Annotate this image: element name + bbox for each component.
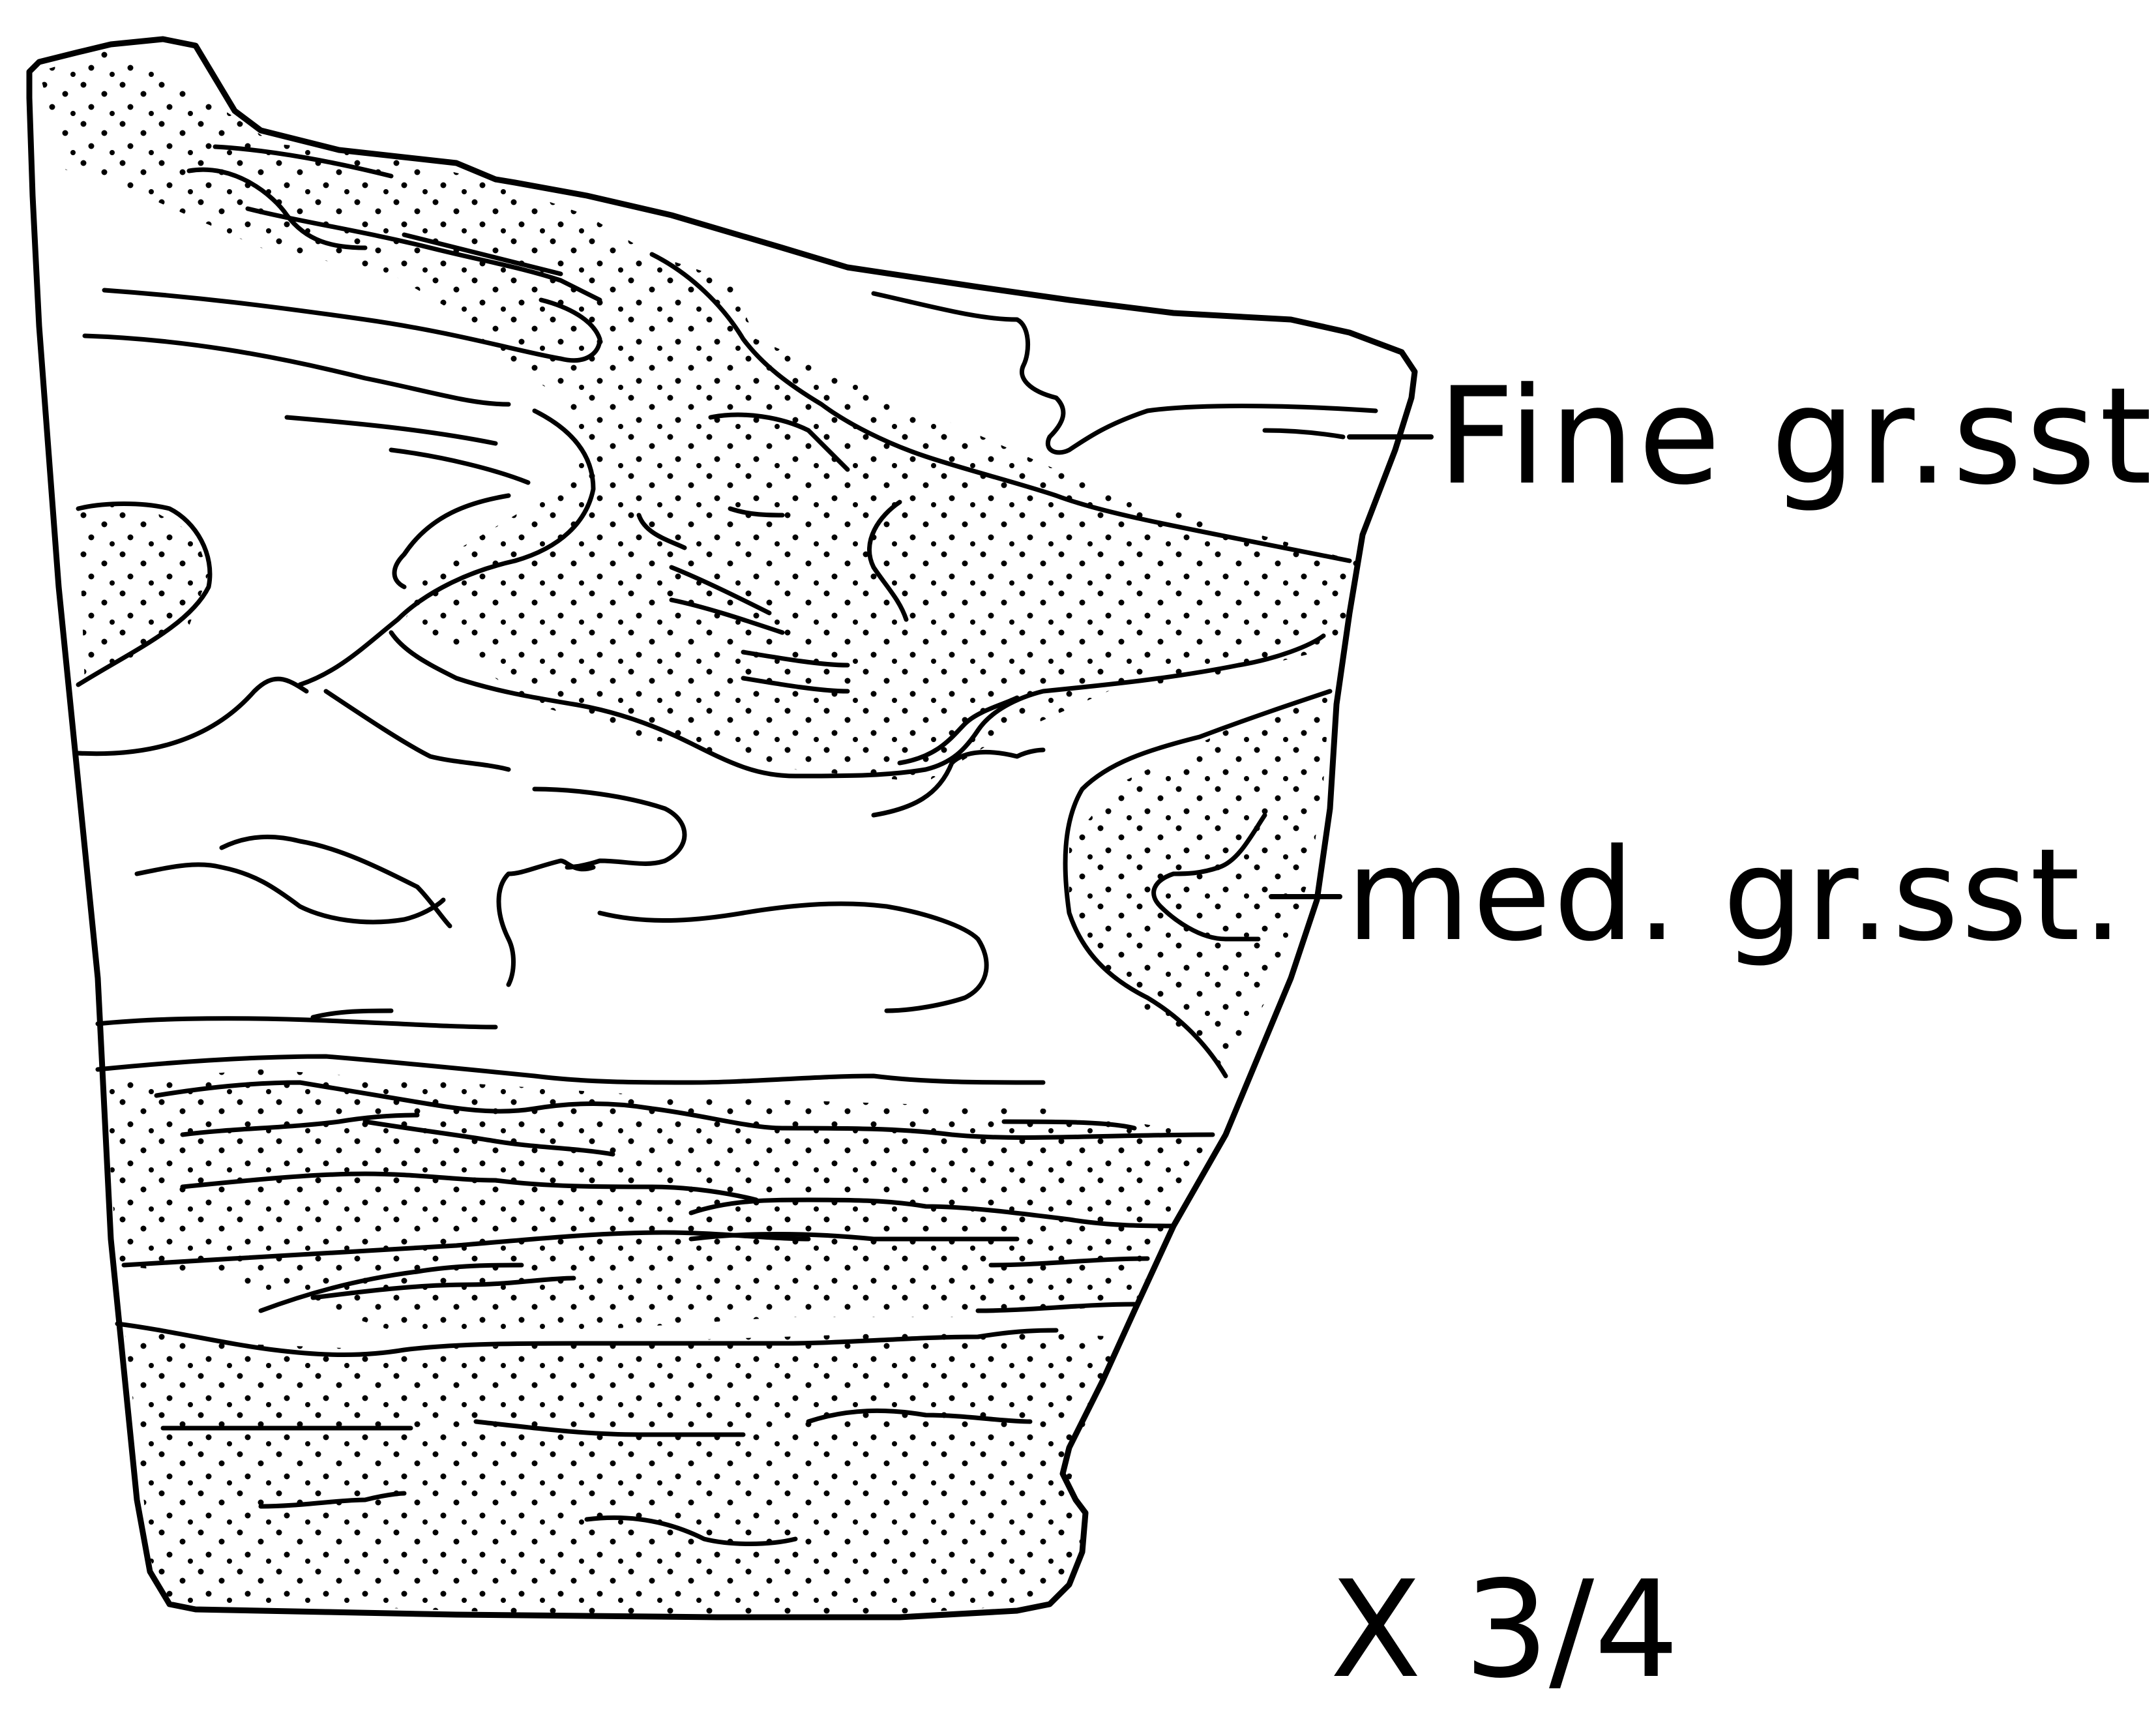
medium-grained-sandstone-label: med. gr.sst. bbox=[1346, 821, 2125, 969]
scale-label: X 3/4 bbox=[1330, 1553, 1679, 1708]
stipple-bottom-band bbox=[124, 1324, 1121, 1617]
stipple-top-band bbox=[39, 47, 1356, 783]
stipple-left-pod bbox=[78, 505, 209, 685]
stipple-right-pod bbox=[1069, 691, 1330, 1076]
fine-grained-sandstone-label: Fine gr.sst. bbox=[1438, 359, 2156, 515]
